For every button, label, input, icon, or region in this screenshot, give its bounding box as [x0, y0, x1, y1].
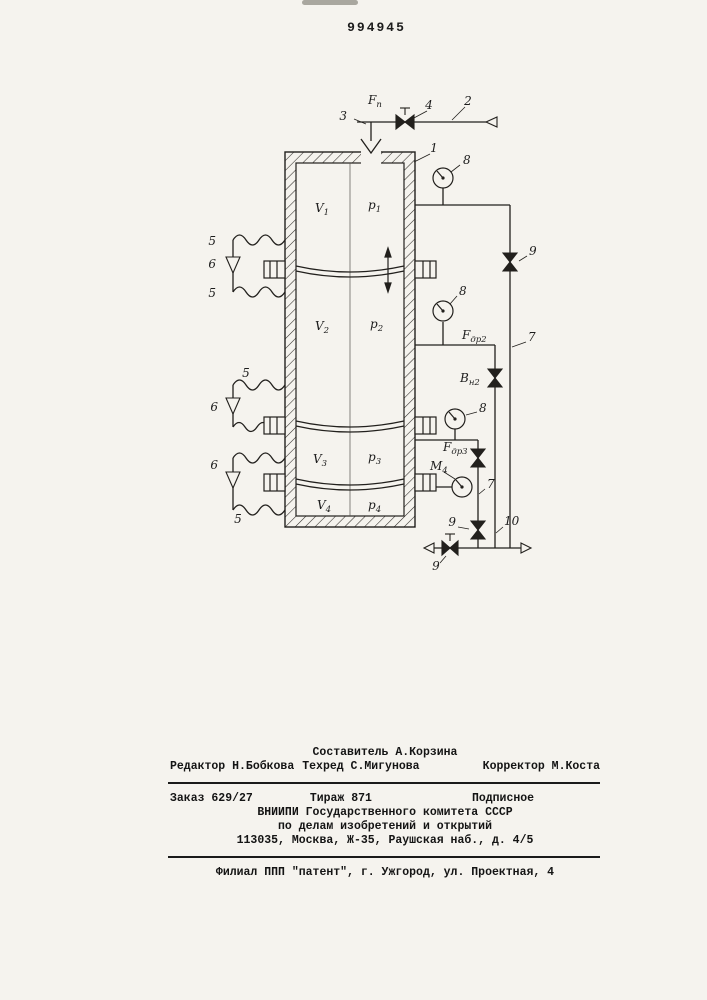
org-line-1: ВНИИПИ Государственного комитета СССР	[257, 806, 513, 819]
chamber-v3-label: V3	[313, 452, 327, 469]
chamber-v2-label: V2	[315, 319, 329, 336]
coil-1-top	[232, 234, 286, 246]
ref-5b: 5	[208, 286, 216, 300]
compositor-credit: Составитель А.Корзина	[312, 746, 458, 759]
chamber-p1-label: p1	[368, 198, 381, 215]
divider-top	[168, 782, 600, 784]
techred-credit: Техред С.Мигунова	[302, 760, 420, 773]
subscription-note: Подписное	[471, 792, 535, 805]
label-vn2: Вн2	[459, 371, 480, 388]
chamber-v4-label: V4	[317, 498, 331, 515]
ref-9a: 9	[529, 244, 537, 258]
leader-lines	[353, 106, 528, 564]
coil-2-top	[232, 379, 286, 391]
ref-4: 4	[424, 98, 433, 112]
ref-5a: 5	[208, 234, 216, 248]
check-valve-2-icon	[225, 397, 241, 416]
ref-1: 1	[430, 141, 438, 155]
valve-vn2-icon	[486, 368, 504, 388]
scan-artifact	[302, 0, 358, 5]
label-m4: М4	[429, 459, 448, 476]
ref-7a: 7	[528, 330, 536, 344]
ref-6c: 6	[210, 458, 218, 472]
chamber-p2-label: p2	[370, 317, 383, 334]
check-valve-1-icon	[225, 256, 241, 275]
patent-number: 994945	[347, 20, 406, 35]
figure-labels: V1 p1 V2 p2 V3 p3 V4 p4 Fп Fдр2 Вн2 Fдр3…	[208, 93, 537, 573]
flow-arrow-drain-icon	[422, 542, 435, 554]
order-number: Заказ 629/27	[170, 792, 253, 805]
patent-figure: V1 p1 V2 p2 V3 p3 V4 p4 Fп Fдр2 Вн2 Fдр3…	[208, 93, 537, 573]
ref-9b: 9	[448, 515, 456, 529]
corrector-credit: Корректор М.Коста	[482, 760, 600, 773]
label-fp: Fп	[367, 93, 382, 110]
valve-9a-icon	[501, 252, 519, 272]
divider-bottom	[168, 856, 600, 858]
ref-8a: 8	[463, 153, 471, 167]
chamber-v1-label: V1	[315, 201, 329, 218]
flow-arrow-inlet-icon	[484, 116, 498, 128]
coil-3-bottom	[232, 504, 286, 516]
ref-6a: 6	[208, 257, 216, 271]
org-line-2: по делам изобретений и открытий	[278, 820, 492, 833]
coil-2-bottom	[232, 421, 270, 433]
ref-6b: 6	[210, 400, 218, 414]
label-fdr3: Fдр3	[442, 440, 468, 457]
pressure-gauge-2-icon	[432, 300, 454, 322]
pressure-gauge-3-icon	[444, 408, 466, 430]
print-run: Тираж 871	[309, 792, 372, 805]
inlet-valve-icon	[395, 107, 415, 131]
inlet-gap	[361, 151, 381, 164]
check-valve-3-icon	[225, 471, 241, 490]
ref-8b: 8	[459, 284, 467, 298]
coil-1-bottom	[232, 286, 286, 298]
imprint-footer: Составитель А.Корзина Редактор Н.Бобкова…	[168, 746, 600, 880]
coil-3-top	[232, 452, 286, 464]
gauges	[432, 167, 473, 498]
vessel	[284, 138, 416, 528]
ref-3: 3	[339, 109, 347, 123]
ref-5c: 5	[242, 366, 250, 380]
membranes	[263, 246, 437, 492]
label-fdr2: Fдр2	[461, 328, 487, 345]
membrane-3	[263, 473, 437, 492]
ref-8c: 8	[479, 401, 487, 415]
ref-9c: 9	[432, 559, 440, 573]
membrane-2	[263, 416, 437, 435]
ref-7b: 7	[487, 477, 495, 491]
pressure-gauge-4-icon	[451, 476, 473, 498]
ref-10: 10	[504, 514, 520, 528]
ref-5d: 5	[234, 512, 242, 526]
ref-2: 2	[463, 94, 472, 108]
valve-fdr3-icon	[469, 448, 487, 468]
pressure-gauge-1-icon	[432, 167, 454, 189]
branch-line: Филиал ППП "патент", г. Ужгород, ул. Про…	[215, 866, 555, 879]
deflection-arrow	[384, 246, 392, 294]
chamber-p3-label: p3	[368, 450, 381, 467]
valve-9c-icon	[441, 533, 459, 557]
flow-arrow-outlet-icon	[520, 542, 533, 554]
editor-credit: Редактор Н.Бобкова	[170, 760, 295, 773]
membrane-1	[263, 260, 437, 279]
org-line-3: 113035, Москва, Ж-35, Раушская наб., д. …	[236, 834, 534, 847]
chamber-p4-label: p4	[368, 498, 381, 515]
valves	[225, 107, 533, 557]
valve-9b-icon	[469, 520, 487, 540]
inlet-funnel	[360, 138, 382, 155]
